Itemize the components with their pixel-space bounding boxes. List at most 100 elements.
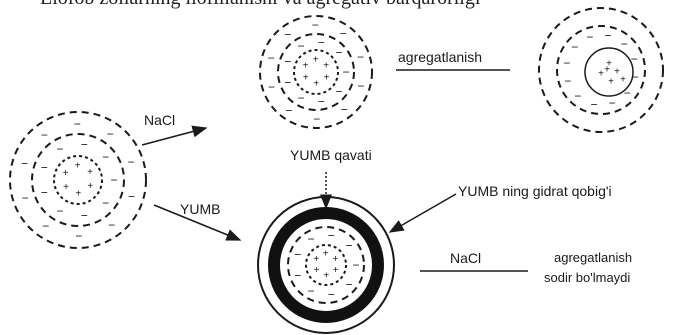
positive-charge-sign: +	[604, 65, 610, 76]
negative-charge-sign: −	[107, 127, 114, 141]
negative-charge-sign: −	[81, 209, 88, 223]
negative-charge-sign: −	[307, 232, 314, 246]
negative-charge-sign: −	[268, 51, 275, 65]
negative-charge-sign: −	[41, 128, 48, 142]
negative-charge-sign: −	[345, 277, 352, 291]
negative-charge-sign: −	[590, 97, 597, 111]
positive-charge-sign: +	[75, 161, 81, 172]
negative-charge-sign: −	[318, 36, 325, 50]
positive-charge-sign: +	[63, 168, 69, 179]
negative-charge-sign: −	[294, 248, 301, 262]
negative-charge-sign: −	[42, 219, 49, 233]
initial-micelle: −−−−−−−−−−−−−−−−−−−++++++	[10, 112, 146, 248]
negative-charge-sign: −	[81, 138, 88, 152]
negative-charge-sign: −	[604, 29, 611, 43]
negative-charge-sign: −	[609, 96, 616, 110]
negative-charge-sign: −	[631, 52, 638, 66]
negative-charge-sign: −	[335, 46, 342, 60]
negative-charge-sign: −	[21, 157, 28, 171]
positive-charge-sign: +	[313, 79, 319, 90]
yumb-layer	[274, 213, 378, 317]
negative-charge-sign: −	[128, 190, 135, 204]
negative-charge-sign: −	[56, 204, 63, 218]
positive-charge-sign: +	[303, 73, 309, 84]
positive-charge-sign: +	[313, 55, 319, 66]
negative-charge-sign: −	[335, 84, 342, 98]
nacl-micelle: −−−−−−−−−−−−−−−−−−−++++++	[260, 16, 372, 128]
positive-charge-sign: +	[314, 265, 320, 276]
positive-charge-sign: +	[323, 60, 329, 71]
negative-charge-sign: −	[357, 50, 364, 64]
negative-charge-sign: −	[328, 288, 335, 302]
positive-charge-sign: +	[63, 182, 69, 193]
yumb-gidrat-qobigi-arrow	[390, 194, 456, 232]
negative-charge-sign: −	[127, 155, 134, 169]
nacl-charge-signs: −−−−−−−−−−−−−−−−−−−++++++	[268, 18, 365, 126]
positive-charge-sign: +	[87, 167, 93, 178]
aggregated-charge-signs: −−−−−−−−−−−−++++++	[563, 29, 639, 112]
positive-charge-sign: +	[313, 254, 319, 265]
yumb-qavati-label: YUMB qavati	[290, 147, 372, 163]
negative-charge-sign: −	[624, 86, 631, 100]
negative-charge-sign: −	[102, 150, 109, 164]
negative-charge-sign: −	[284, 27, 291, 41]
positive-charge-sign: +	[620, 75, 626, 86]
negative-charge-sign: −	[563, 56, 570, 70]
negative-charge-sign: −	[345, 239, 352, 253]
negative-charge-sign: −	[285, 103, 292, 117]
agregatlanish-top-label: agregatlanish	[398, 49, 482, 65]
negative-charge-sign: −	[574, 89, 581, 103]
negative-charge-sign: −	[41, 161, 48, 175]
negative-charge-sign: −	[268, 80, 275, 94]
yumb-charge-signs: −−−−−−−−−++++++	[294, 229, 359, 302]
negative-charge-sign: −	[632, 70, 639, 84]
negative-charge-sign: −	[312, 18, 319, 32]
yumb-label: YUMB	[180, 201, 220, 217]
nacl-bottom-label: NaCl	[450, 250, 481, 266]
yumb-gidrat-qobigi-label: YUMB ning gidrat qobig'i	[458, 183, 612, 199]
negative-charge-sign: −	[313, 112, 320, 126]
negative-charge-sign: −	[341, 103, 348, 117]
negative-charge-sign: −	[102, 196, 109, 210]
agregatlanish-bottom-line1: agregatlanish	[554, 250, 632, 265]
negative-charge-sign: −	[571, 40, 578, 54]
positive-charge-sign: +	[303, 61, 309, 72]
negative-charge-sign: −	[108, 218, 115, 232]
positive-charge-sign: +	[87, 181, 93, 192]
positive-charge-sign: +	[332, 254, 338, 265]
negative-charge-sign: −	[284, 55, 291, 69]
negative-charge-sign: −	[74, 117, 81, 131]
positive-charge-sign: +	[608, 77, 614, 88]
negative-charge-sign: −	[352, 258, 359, 272]
negative-charge-sign: −	[342, 65, 349, 79]
negative-charge-sign: −	[41, 185, 48, 199]
negative-charge-sign: −	[307, 284, 314, 298]
negative-charge-sign: −	[297, 91, 304, 105]
negative-charge-sign: −	[564, 74, 571, 88]
negative-charge-sign: −	[75, 229, 82, 243]
aggregated-micelle: −−−−−−−−−−−−++++++	[539, 8, 663, 132]
positive-charge-sign: +	[75, 189, 81, 200]
negative-charge-sign: −	[297, 39, 304, 53]
yumb-micelle: −−−−−−−−−++++++	[258, 197, 394, 333]
negative-charge-sign: −	[357, 79, 364, 93]
negative-charge-sign: −	[21, 191, 28, 205]
negative-charge-sign: −	[56, 142, 63, 156]
negative-charge-sign: −	[318, 95, 325, 109]
initial-charge-signs: −−−−−−−−−−−−−−−−−−−++++++	[21, 117, 135, 243]
positive-charge-sign: +	[324, 72, 330, 83]
initial-outer-diffuse-layer	[10, 112, 146, 248]
negative-charge-sign: −	[294, 268, 301, 282]
agregatlanish-bottom-line2: sodir bo'lmaydi	[544, 270, 630, 285]
negative-charge-sign: −	[328, 229, 335, 243]
positive-charge-sign: +	[333, 265, 339, 276]
nacl-arrow	[142, 128, 206, 145]
nacl-top-label: NaCl	[144, 112, 175, 128]
negative-charge-sign: −	[586, 30, 593, 44]
positive-charge-sign: +	[323, 271, 329, 282]
negative-charge-sign: −	[110, 173, 117, 187]
positive-charge-sign: +	[323, 249, 329, 260]
negative-charge-sign: −	[284, 75, 291, 89]
